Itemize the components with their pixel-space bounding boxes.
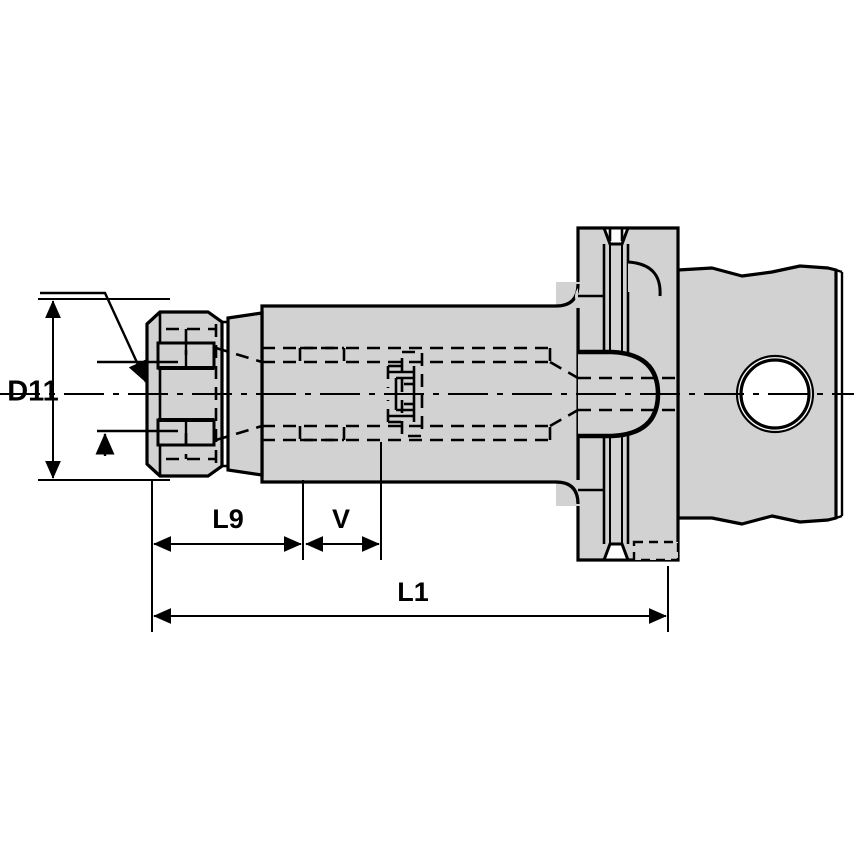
collet-cone-lower <box>215 424 263 442</box>
shaft-flange-fillet-top-line-2 <box>555 283 580 308</box>
bore-cone-upper <box>549 360 579 380</box>
flange-lower-recess <box>632 540 680 562</box>
dimension-l1: L1 <box>151 560 669 632</box>
hsk-break-edge-bottom <box>835 514 843 520</box>
coolant-fitting-outline <box>400 350 424 438</box>
shaft-flange-fillet-bottom-line-2 <box>555 480 580 505</box>
dimension-l9-v: L9 V <box>151 442 382 560</box>
collet-nut-front-chamfer-top <box>145 310 162 326</box>
hidden-internal-features <box>166 228 678 464</box>
flange-gripper-groove-bottom <box>601 542 631 562</box>
hsk-internal-bore-outline-bottom <box>578 393 661 439</box>
bore-cone-lower <box>549 408 579 428</box>
collet-leaders <box>40 291 178 456</box>
hsk-internal-bore-outline-top <box>578 349 661 395</box>
flange-concave-top <box>575 288 578 306</box>
collet-cone-upper <box>215 346 263 364</box>
collet-nut-front-chamfer-bottom <box>145 462 162 478</box>
flange-scallop-upper-line <box>627 260 662 297</box>
collet-leader-line <box>40 291 148 383</box>
dimension-d11: D11 <box>7 298 170 481</box>
collet-nut-rear-step-top <box>222 318 230 324</box>
hsk-break-edge-top <box>835 268 843 274</box>
dimension-label-l1: L1 <box>397 577 429 607</box>
dimension-label-v: V <box>332 504 350 534</box>
dimension-label-l9: L9 <box>212 504 244 534</box>
dimension-label-d11: D11 <box>7 376 59 408</box>
hsk-internal-bore <box>578 350 660 438</box>
flange-gripper-groove-top <box>601 226 631 246</box>
collet-nut-rear-step-bottom <box>222 464 230 470</box>
